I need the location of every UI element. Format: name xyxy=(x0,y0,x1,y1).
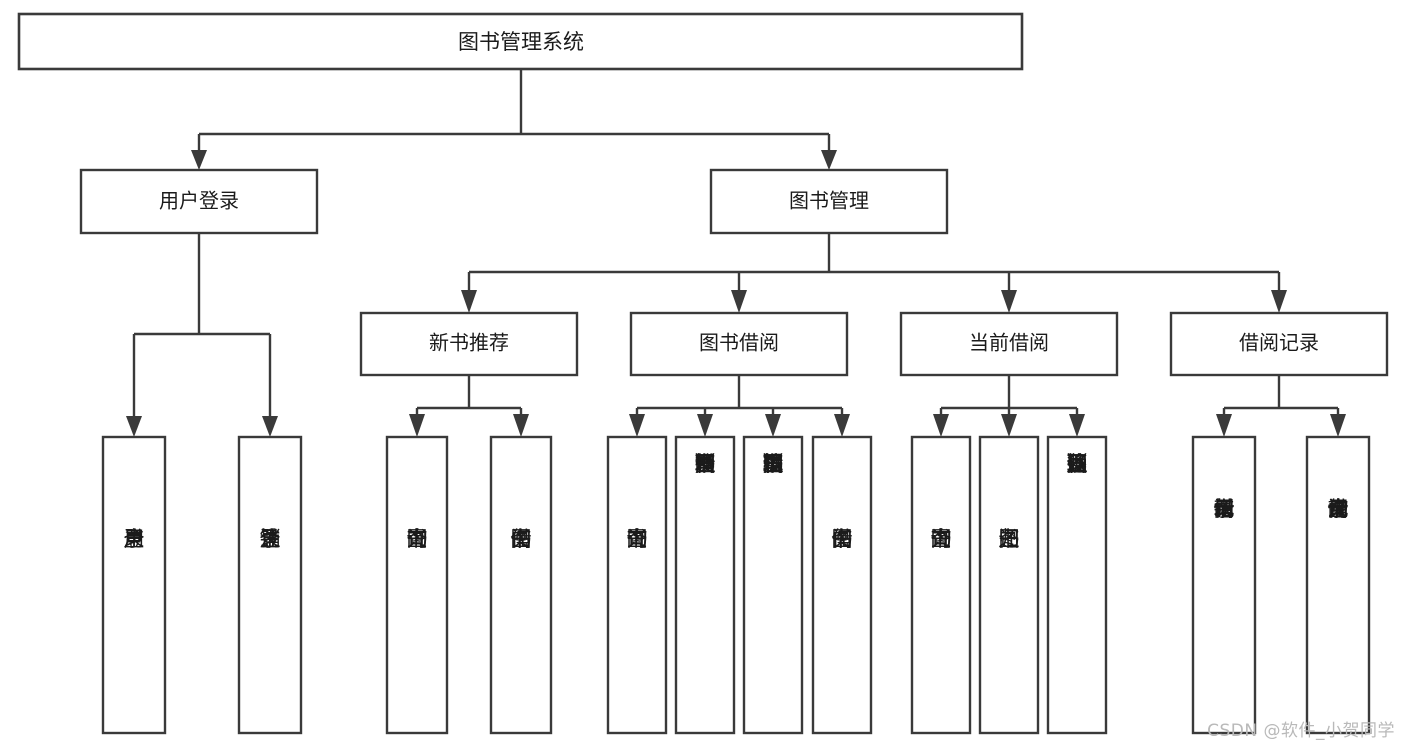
leaf-edit-book-box[interactable] xyxy=(742,435,804,735)
leaf-query-book-2-label: 查询图书 xyxy=(627,527,648,551)
leaf-query-book-3-label: 查询图书 xyxy=(931,527,952,551)
arrow-new-book-rec xyxy=(461,290,477,313)
leaf-query-record-label: 查询借阅记录 xyxy=(1328,497,1349,521)
arrow-cb-leaf-2 xyxy=(1001,414,1017,437)
leaf-edit-book-label: 编辑图书（管理员） xyxy=(763,452,784,476)
node-user-login[interactable]: 用户登录 xyxy=(79,168,319,235)
leaf-add-record[interactable]: 新增借阅记录 xyxy=(1191,435,1257,735)
leaf-add-book[interactable]: 新增图书（管理员） xyxy=(674,435,736,735)
leaf-return-book[interactable]: 归还图书 xyxy=(978,435,1040,735)
leaf-borrow-book-1[interactable]: 借阅图书 xyxy=(489,435,553,735)
leaf-logout-label: 注销登录 xyxy=(260,527,281,551)
arrow-br-leaf-2 xyxy=(1330,414,1346,437)
arrow-current-borrow xyxy=(1001,290,1017,313)
leaf-return-book-label: 归还图书 xyxy=(999,527,1020,551)
node-user-login-label: 用户登录 xyxy=(159,189,239,213)
leaf-user-login[interactable]: 用户登录 xyxy=(101,435,167,735)
leaf-borrow-book-1-label: 借阅图书 xyxy=(511,527,532,551)
arrow-nbr-leaf-1 xyxy=(409,414,425,437)
arrow-nbr-leaf-2 xyxy=(513,414,529,437)
arrow-bb-leaf-3 xyxy=(765,414,781,437)
leaf-add-book-label: 新增图书（管理员） xyxy=(695,452,716,476)
leaf-user-login-box[interactable] xyxy=(101,435,167,735)
arrow-cb-leaf-1 xyxy=(933,414,949,437)
node-new-book-rec-box[interactable] xyxy=(359,311,579,377)
leaf-add-book-box[interactable] xyxy=(674,435,736,735)
leaf-query-book-1[interactable]: 查询图书 xyxy=(385,435,449,735)
node-book-manage[interactable]: 图书管理 xyxy=(709,168,949,235)
leaf-query-book-1-label: 查询图书 xyxy=(407,527,428,551)
leaf-query-record-box[interactable] xyxy=(1305,435,1371,735)
node-user-login-box[interactable] xyxy=(79,168,319,235)
node-borrow-record-box[interactable] xyxy=(1169,311,1389,377)
connector-layer xyxy=(126,69,1346,437)
leaf-edit-book[interactable]: 编辑图书（管理员） xyxy=(742,435,804,735)
leaf-borrow-book-1-box[interactable] xyxy=(489,435,553,735)
node-new-book-rec-label: 新书推荐 xyxy=(429,331,509,355)
leaf-query-book-2-box[interactable] xyxy=(606,435,668,735)
csdn-watermark: CSDN @软件_小贺同学 xyxy=(1207,721,1395,741)
leaf-query-book-2[interactable]: 查询图书 xyxy=(606,435,668,735)
node-current-borrow-label: 当前借阅 xyxy=(969,331,1049,355)
arrow-book-borrow xyxy=(731,290,747,313)
node-book-manage-box[interactable] xyxy=(709,168,949,235)
leaf-query-record[interactable]: 查询借阅记录 xyxy=(1305,435,1371,735)
node-root-label: 图书管理系统 xyxy=(458,30,584,54)
leaf-logout[interactable]: 注销登录 xyxy=(237,435,303,735)
leaf-query-book-1-box[interactable] xyxy=(385,435,449,735)
leaf-add-record-box[interactable] xyxy=(1191,435,1257,735)
leaf-borrow-book-2[interactable]: 借阅图书 xyxy=(811,435,873,735)
leaf-borrow-book-2-label: 借阅图书 xyxy=(832,527,853,551)
leaf-confirm-return[interactable]: 确认归还（管理员） xyxy=(1046,435,1108,735)
arrow-bb-leaf-1 xyxy=(629,414,645,437)
arrow-br-leaf-1 xyxy=(1216,414,1232,437)
leaf-query-book-3-box[interactable] xyxy=(910,435,972,735)
node-current-borrow-box[interactable] xyxy=(899,311,1119,377)
arrow-ul-leaf-1 xyxy=(126,416,142,437)
leaf-logout-box[interactable] xyxy=(237,435,303,735)
arrow-cb-leaf-3 xyxy=(1069,414,1085,437)
leaf-borrow-book-2-box[interactable] xyxy=(811,435,873,735)
arrow-ul-leaf-2 xyxy=(262,416,278,437)
arrow-bb-leaf-2 xyxy=(697,414,713,437)
leaf-query-book-3[interactable]: 查询图书 xyxy=(910,435,972,735)
leaf-confirm-return-box[interactable] xyxy=(1046,435,1108,735)
node-root-box[interactable] xyxy=(17,12,1024,71)
arrow-book-manage xyxy=(821,150,837,170)
node-book-borrow-box[interactable] xyxy=(629,311,849,377)
leaf-add-record-label: 新增借阅记录 xyxy=(1214,497,1235,521)
leaf-confirm-return-label: 确认归还（管理员） xyxy=(1067,452,1088,476)
arrow-bb-leaf-4 xyxy=(834,414,850,437)
node-book-borrow-label: 图书借阅 xyxy=(699,331,779,355)
leaf-user-login-label: 用户登录 xyxy=(124,527,145,551)
node-root[interactable]: 图书管理系统 xyxy=(17,12,1024,71)
arrow-user-login xyxy=(191,150,207,170)
node-book-manage-label: 图书管理 xyxy=(789,189,869,213)
node-borrow-record-label: 借阅记录 xyxy=(1239,331,1319,355)
node-borrow-record[interactable]: 借阅记录 xyxy=(1169,311,1389,377)
node-book-borrow[interactable]: 图书借阅 xyxy=(629,311,849,377)
arrow-borrow-record xyxy=(1271,290,1287,313)
leaf-return-book-box[interactable] xyxy=(978,435,1040,735)
node-current-borrow[interactable]: 当前借阅 xyxy=(899,311,1119,377)
node-new-book-rec[interactable]: 新书推荐 xyxy=(359,311,579,377)
